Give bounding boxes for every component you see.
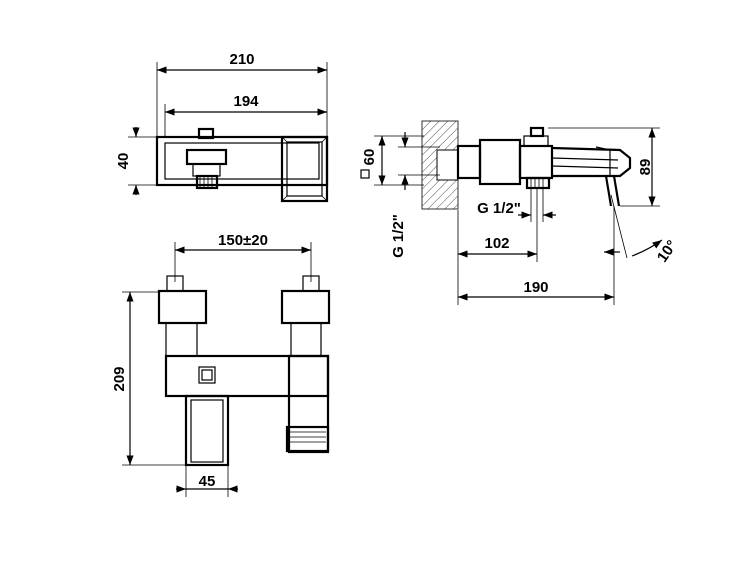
dim-g-half-horizontal: G 1/2": [477, 200, 521, 217]
dim-60: 60: [361, 149, 378, 166]
dim-190: 190: [523, 279, 548, 296]
dim-210: 210: [229, 51, 254, 68]
dim-194: 194: [233, 93, 259, 110]
top-view: 210 194 40: [115, 51, 329, 203]
dim-102: 102: [484, 235, 509, 252]
front-view: 150±20 209 45: [111, 232, 331, 497]
side-view: 60 G 1/2" 89: [360, 120, 681, 305]
dim-g-half-vertical: G 1/2": [390, 214, 407, 258]
dim-45: 45: [199, 473, 216, 490]
dim-150-20: 150±20: [218, 232, 268, 249]
dim-10-degrees: 10°: [654, 237, 681, 265]
dim-209: 209: [111, 366, 128, 391]
dim-40: 40: [115, 153, 132, 170]
dim-89: 89: [637, 159, 654, 176]
